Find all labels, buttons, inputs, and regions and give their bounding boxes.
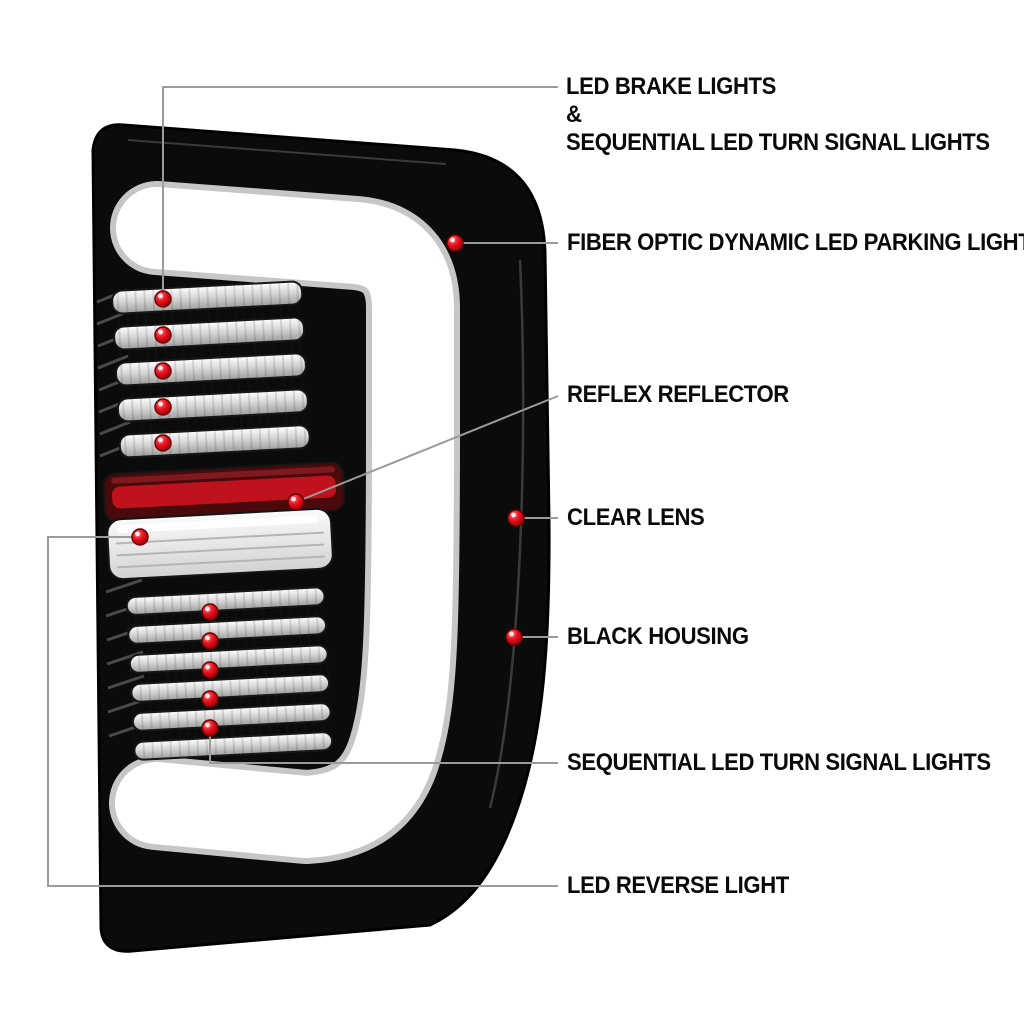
led-light-bar xyxy=(109,181,460,864)
clear-lens-marker xyxy=(507,509,525,527)
reflex-reflector-bar xyxy=(102,461,346,523)
lower-slat-bars xyxy=(125,586,334,761)
housing-edge-highlight xyxy=(488,259,525,809)
red-dot-markers xyxy=(131,234,525,737)
callout-label-reflex: REFLEX REFLECTOR xyxy=(567,381,789,408)
callout-brake-line1: LED BRAKE LIGHTS xyxy=(566,73,777,100)
callout-brake-line2: & xyxy=(566,101,582,128)
upper-slat-bars xyxy=(111,280,311,459)
callout-label-reverse: LED REVERSE LIGHT xyxy=(567,872,789,899)
leader-reverse xyxy=(47,536,558,887)
black-housing-marker xyxy=(505,628,523,646)
callout-label-turn-signal: SEQUENTIAL LED TURN SIGNAL LIGHTS xyxy=(567,749,991,776)
parking-light-marker xyxy=(446,234,464,252)
leader-reflex xyxy=(295,395,559,503)
callout-label-parking: FIBER OPTIC DYNAMIC LED PARKING LIGHT xyxy=(567,229,1024,256)
leader-brake-turn xyxy=(162,86,558,299)
housing-top-highlight xyxy=(127,139,447,165)
callout-label-brake-turn: LED BRAKE LIGHTS & SEQUENTIAL LED TURN S… xyxy=(566,73,990,157)
turn-signal-markers xyxy=(201,603,219,737)
brake-light-markers xyxy=(154,290,172,452)
reflex-reflector-marker xyxy=(287,493,305,511)
callout-brake-line3: SEQUENTIAL LED TURN SIGNAL LIGHTS xyxy=(566,129,990,156)
callout-label-clear-lens: CLEAR LENS xyxy=(567,504,705,531)
callout-label-black-housing: BLACK HOUSING xyxy=(567,623,749,650)
reverse-light-marker xyxy=(131,528,149,546)
reverse-lens-bar xyxy=(106,507,334,581)
leader-turn-signal xyxy=(209,728,558,764)
